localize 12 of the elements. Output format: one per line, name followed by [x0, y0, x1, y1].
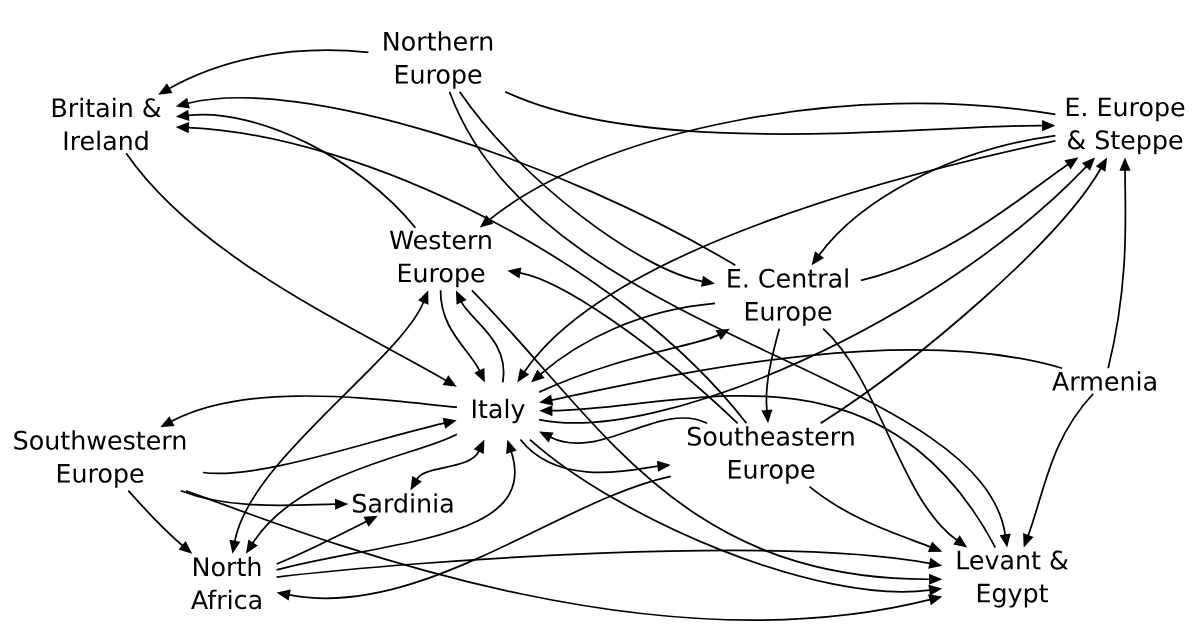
region-label: Britain & Ireland	[52, 97, 161, 151]
region-label: Southeastern Europe	[687, 426, 854, 484]
region-label: Italy	[473, 398, 525, 424]
region-label: Northern Europe	[384, 31, 493, 89]
region-label: E. Europe & Steppe	[1066, 97, 1185, 155]
region-label: North Africa	[191, 556, 261, 610]
region-label: Armenia	[1052, 371, 1156, 391]
region-label: Levant & Egypt	[957, 550, 1068, 608]
region-label: E. Central Europe	[728, 268, 848, 326]
region-label: Western Europe	[389, 230, 491, 288]
region-label: Sardinia	[353, 493, 453, 513]
region-label: Southwestern Europe	[14, 430, 186, 488]
